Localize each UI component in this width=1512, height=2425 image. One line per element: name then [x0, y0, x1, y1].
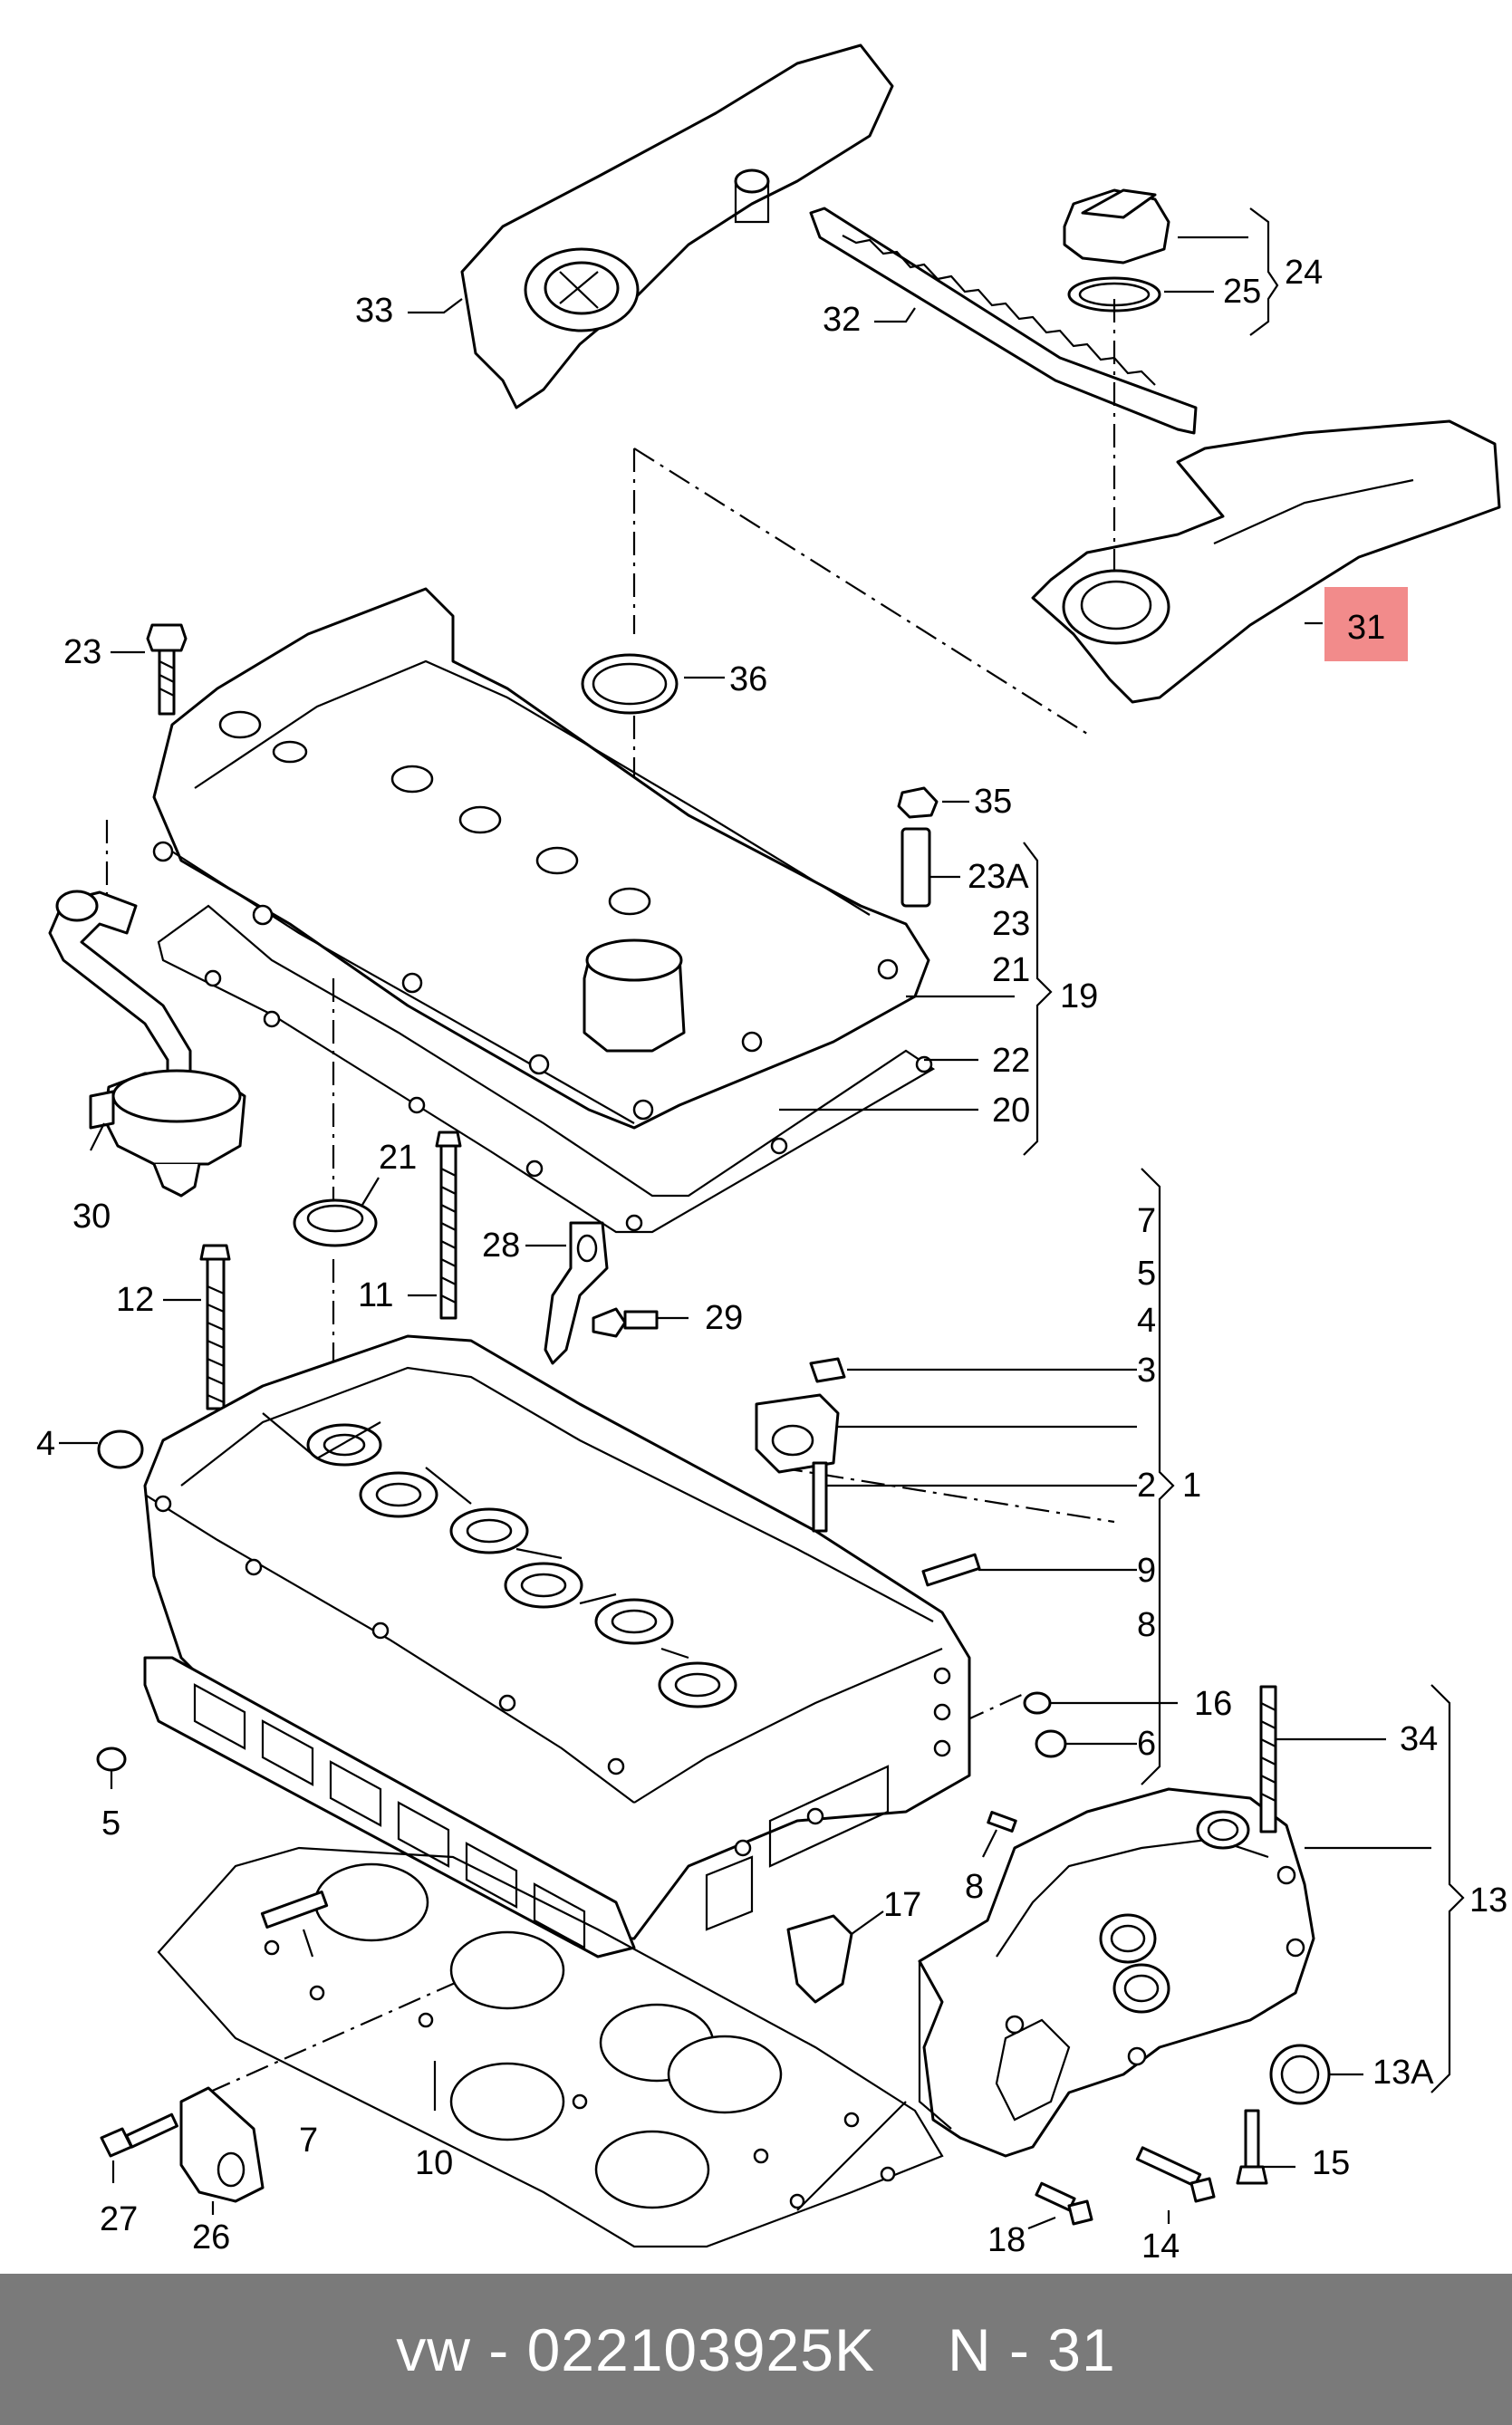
- callout-20: 20: [992, 1092, 1030, 1130]
- valve-cover-gasket: [157, 904, 936, 1234]
- oil-filler-cap: [1063, 188, 1170, 313]
- plug-5: [96, 1747, 127, 1772]
- callout-21-seal: 21: [379, 1139, 417, 1177]
- callout-30: 30: [72, 1198, 111, 1236]
- callout-15: 15: [1312, 2144, 1350, 2182]
- plug-4: [97, 1429, 144, 1469]
- head-gasket: [157, 1846, 944, 2248]
- engine-cover-front: [460, 43, 894, 409]
- timing-cover: [918, 1787, 1315, 2158]
- callout-14: 14: [1141, 2228, 1180, 2266]
- bolt-18: [1035, 2181, 1093, 2226]
- callout-23-bracket: 23: [992, 905, 1030, 943]
- footer-bar: vw - 022103925K N - 31: [0, 2274, 1512, 2425]
- bolt-29: [592, 1307, 659, 1338]
- callout-4-right: 4: [1137, 1302, 1156, 1340]
- callout-26: 26: [192, 2218, 230, 2257]
- bolt-14: [1135, 2146, 1216, 2203]
- callout-22: 22: [992, 1042, 1030, 1080]
- exploded-parts-diagram: 33 32 24 25 31 36 23 35 23A 23 21 19 22 …: [36, 43, 1507, 2266]
- callout-9: 9: [1137, 1552, 1156, 1590]
- intake-ports: [143, 1656, 636, 1958]
- callout-33: 33: [355, 292, 393, 330]
- bolt-11: [435, 1131, 462, 1320]
- pcv-valve-30: [89, 1069, 246, 1198]
- callout-labels: 33 32 24 25 31 36 23 35 23A 23 21 19 22 …: [36, 254, 1507, 2266]
- callout-10: 10: [415, 2144, 453, 2182]
- callout-12: 12: [116, 1281, 154, 1319]
- engine-cover-rear: [1031, 419, 1501, 704]
- plug-6: [1035, 1729, 1067, 1758]
- bolt-12: [199, 1244, 231, 1410]
- trim-strip: [809, 207, 1198, 435]
- cam-bearing-cap: [755, 1357, 846, 1533]
- bolt-15: [1236, 2109, 1268, 2185]
- seal-16: [1023, 1691, 1052, 1715]
- callout-35: 35: [974, 783, 1012, 821]
- callout-13A: 13A: [1372, 2054, 1434, 2092]
- valve-cover: [152, 587, 930, 1130]
- callout-21-top: 21: [992, 951, 1030, 989]
- bolt-27: [100, 2112, 178, 2158]
- callout-23A: 23A: [968, 858, 1029, 896]
- bolt-23: [146, 623, 188, 716]
- cylinder-head: [143, 1334, 971, 1940]
- callout-2: 2: [1137, 1467, 1156, 1505]
- brace-13: [1430, 1684, 1465, 2093]
- stud-34: [1259, 1685, 1277, 1833]
- callout-28: 28: [482, 1227, 520, 1265]
- callout-11: 11: [358, 1276, 393, 1314]
- gasket-17: [786, 1914, 853, 2004]
- callout-29: 29: [705, 1299, 743, 1337]
- brace-19: [1023, 842, 1053, 1156]
- callout-24: 24: [1285, 254, 1323, 292]
- callout-25: 25: [1223, 273, 1261, 311]
- callout-8-pin: 8: [965, 1868, 984, 1906]
- callout-17: 17: [883, 1886, 921, 1924]
- callout-7-dowel: 7: [299, 2122, 318, 2160]
- brace-24: [1249, 207, 1279, 336]
- callout-32: 32: [823, 301, 861, 339]
- callout-23-top: 23: [63, 633, 101, 671]
- pin-8: [987, 1811, 1017, 1833]
- callout-18: 18: [987, 2221, 1026, 2259]
- callout-34: 34: [1400, 1720, 1438, 1758]
- brace-1: [1141, 1168, 1175, 1785]
- callout-13: 13: [1469, 1881, 1507, 1920]
- callout-31: 31: [1347, 609, 1385, 647]
- callout-27: 27: [100, 2200, 138, 2238]
- breather-hose: [48, 890, 192, 1084]
- stud-9: [921, 1553, 981, 1587]
- callout-5-plug: 5: [101, 1804, 120, 1843]
- callout-16: 16: [1194, 1685, 1232, 1723]
- callout-5-right: 5: [1137, 1255, 1156, 1293]
- callout-4-plug: 4: [36, 1425, 55, 1463]
- nut-35: [897, 786, 939, 819]
- bracket-26: [179, 2086, 265, 2203]
- callout-36: 36: [729, 660, 767, 698]
- callout-1: 1: [1182, 1467, 1201, 1505]
- callout-7-right: 7: [1137, 1202, 1156, 1240]
- callout-3: 3: [1137, 1352, 1156, 1390]
- diagram-reference: N - 31: [947, 2315, 1116, 2383]
- dowel-7: [260, 1891, 329, 1929]
- callout-8-right: 8: [1137, 1606, 1156, 1644]
- leader-lines: [59, 236, 1431, 2230]
- callout-6: 6: [1137, 1725, 1156, 1763]
- part-number: vw - 022103925K: [396, 2315, 875, 2383]
- bracket-28: [544, 1221, 609, 1365]
- highlight-31: [1324, 587, 1408, 661]
- bolt-23A: [900, 827, 931, 908]
- callout-19: 19: [1060, 977, 1098, 1015]
